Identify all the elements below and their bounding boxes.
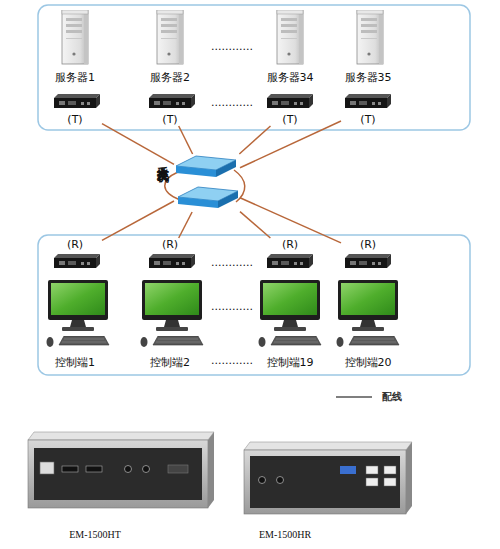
monitor-icon — [338, 280, 398, 331]
transmitter-node: (T) — [48, 91, 102, 126]
server-node: 服务器35 — [336, 8, 400, 84]
ellipsis: ............ — [200, 354, 264, 367]
node-label: (T) — [123, 113, 217, 126]
network-cable — [240, 212, 270, 238]
node-label: (R) — [243, 238, 337, 251]
monitor-icon — [260, 280, 320, 331]
node-label: 控制端1 — [17, 356, 133, 369]
receiver-icon — [54, 254, 100, 268]
node-label: (T) — [321, 113, 415, 126]
mouse-icon — [337, 337, 344, 347]
switch-front — [176, 166, 216, 177]
switch-link — [165, 172, 180, 200]
monitor-icon — [48, 280, 108, 331]
transmitter-node: (T) — [263, 91, 317, 126]
transmitter-icon — [54, 94, 100, 108]
server-group-frame — [38, 5, 470, 130]
transmitter-node: (T) — [143, 91, 197, 126]
node-label: 服务器34 — [238, 71, 342, 84]
switch-side — [218, 191, 238, 208]
node-label: 服务器2 — [118, 71, 222, 84]
console-node: 控制端2 — [132, 278, 208, 369]
legend-line-sample — [336, 396, 372, 398]
node-label: (R) — [321, 238, 415, 251]
transmitter-node: (T) — [341, 91, 395, 126]
keyboard-icon — [349, 336, 399, 345]
keyboard-icon — [153, 336, 203, 345]
server-icons — [62, 10, 383, 64]
receiver-icons — [54, 254, 391, 268]
console-group-frame — [38, 235, 470, 375]
server-node: 服务器1 — [43, 8, 107, 84]
console-node: 控制端1 — [37, 278, 113, 369]
server-icon — [157, 10, 183, 64]
switch-node: 千兆交换机 — [174, 154, 240, 212]
node-label: (R) — [123, 238, 217, 251]
network-cable — [102, 201, 174, 240]
legend-text: 配线 — [382, 391, 402, 403]
receiver-node: (R) — [143, 238, 197, 272]
node-label: 服务器35 — [316, 71, 420, 84]
product-photo-transmitter — [28, 432, 214, 508]
transmitter-icon — [149, 94, 195, 108]
ellipsis: ............ — [200, 96, 264, 109]
model-label: EM-1500HT — [50, 528, 140, 541]
transmitter-icon — [345, 94, 391, 108]
transmitter-icon — [267, 94, 313, 108]
receiver-icon — [149, 254, 195, 268]
console-icons — [47, 280, 400, 347]
network-cable — [239, 126, 270, 154]
mouse-icon — [47, 337, 54, 347]
network-cable — [179, 212, 192, 238]
node-label: (T) — [28, 113, 122, 126]
model-label: EM-1500HR — [240, 528, 330, 541]
node-label: (T) — [243, 113, 337, 126]
receiver-icon — [345, 254, 391, 268]
receiver-node: (R) — [48, 238, 102, 272]
mouse-icon — [141, 337, 148, 347]
node-label: 服务器1 — [23, 71, 127, 84]
server-node: 服务器34 — [258, 8, 322, 84]
network-cable — [179, 126, 193, 154]
console-node: 控制端19 — [252, 278, 328, 369]
ellipsis: ............ — [200, 40, 264, 53]
network-cable — [102, 124, 174, 165]
transmitter-icons — [54, 94, 391, 108]
console-node: 控制端20 — [330, 278, 406, 369]
server-node: 服务器2 — [138, 8, 202, 84]
receiver-icon — [267, 254, 313, 268]
ellipsis: ............ — [200, 256, 264, 269]
server-icon — [62, 10, 88, 64]
node-label: 控制端20 — [310, 356, 426, 369]
network-cable — [240, 198, 341, 243]
server-icon — [277, 10, 303, 64]
monitor-icon — [142, 280, 202, 331]
ellipsis: ............ — [200, 300, 264, 313]
mouse-icon — [259, 337, 266, 347]
product-photo-receiver — [244, 442, 412, 514]
switch-side — [216, 160, 236, 177]
switch-front — [178, 197, 218, 208]
receiver-node: (R) — [341, 238, 395, 272]
keyboard-icon — [59, 336, 109, 345]
node-label: 千兆交换机 — [156, 156, 170, 161]
node-label: 控制端2 — [112, 356, 228, 369]
server-icon — [357, 10, 383, 64]
network-cable — [240, 121, 341, 168]
keyboard-icon — [271, 336, 321, 345]
switch-icons — [165, 156, 245, 208]
receiver-node: (R) — [263, 238, 317, 272]
node-label: (R) — [28, 238, 122, 251]
